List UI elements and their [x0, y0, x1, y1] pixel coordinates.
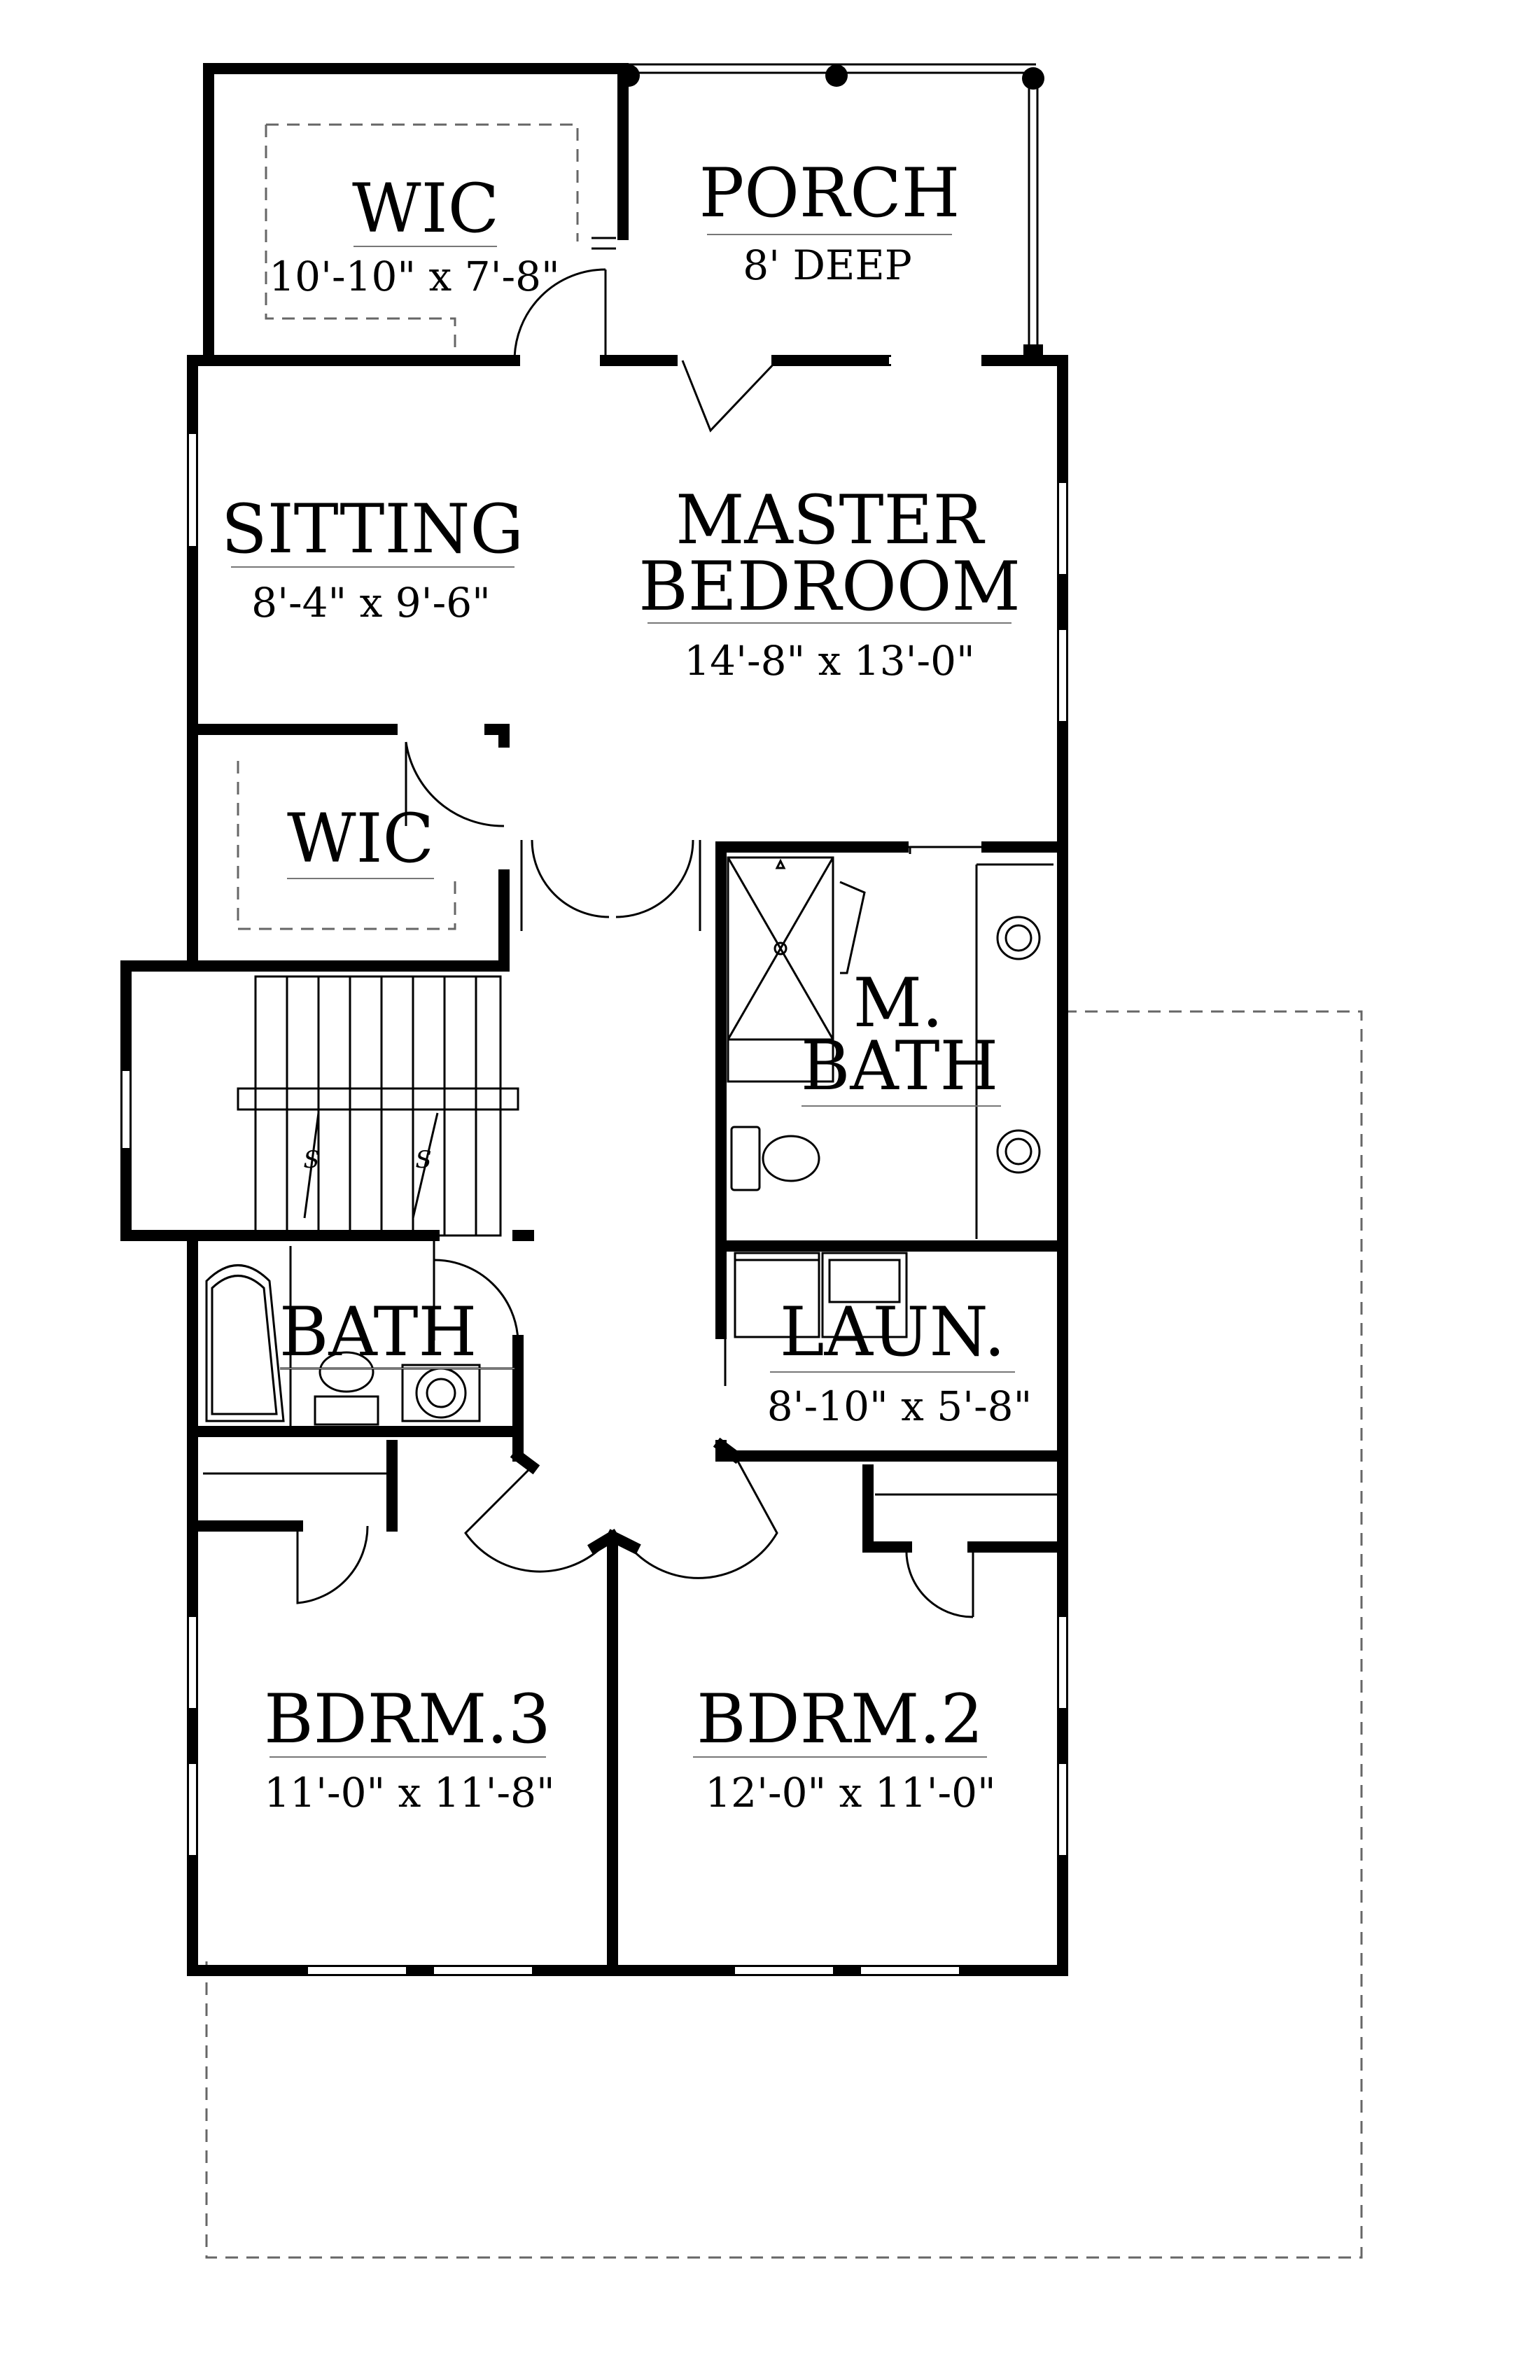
- stair-mark-right: S: [415, 1146, 432, 1174]
- wic-lower-name: WIC: [286, 799, 435, 878]
- master-bedroom-name-line2: BEDROOM: [638, 547, 1021, 626]
- wic-upper-dims: 10'-10" x 7'-8": [269, 253, 560, 300]
- window-sills: [120, 434, 1068, 1976]
- bdrm3-dims: 11'-0" x 11'-8": [264, 1769, 555, 1816]
- label-rules: [231, 234, 1015, 1758]
- master-bedroom-name-line1: MASTER: [676, 481, 983, 559]
- laundry-appliances: [734, 1252, 908, 1338]
- dashed-footprint: [205, 123, 1363, 2259]
- porch-name: PORCH: [699, 154, 960, 232]
- wic-upper-name: WIC: [351, 169, 500, 248]
- door-swings: [296, 268, 987, 1618]
- closet-shelves: [203, 237, 1057, 1496]
- stairs: [237, 975, 519, 1237]
- master-bath-name-line2: BATH: [800, 1027, 999, 1105]
- bath-name: BATH: [279, 1293, 477, 1371]
- stair-mark-left: S: [303, 1146, 320, 1174]
- porch-posts: [617, 64, 1044, 364]
- master-bath-fixtures: [727, 847, 1054, 1239]
- master-bedroom-dims: 14'-8" x 13'-0": [684, 637, 975, 685]
- sitting-name: SITTING: [220, 490, 524, 568]
- bdrm2-name: BDRM.2: [696, 1680, 983, 1758]
- porch-dims: 8' DEEP: [743, 241, 912, 289]
- sitting-dims: 8'-4" x 9'-6": [251, 579, 491, 626]
- bdrm3-name: BDRM.3: [264, 1680, 551, 1758]
- laundry-dims: 8'-10" x 5'-8": [766, 1382, 1032, 1430]
- master-bath-name-line1: M.: [853, 964, 944, 1042]
- laundry-name: LAUN.: [779, 1293, 1006, 1371]
- bdrm2-dims: 12'-0" x 11'-0": [705, 1769, 996, 1816]
- windows: [122, 357, 1066, 1974]
